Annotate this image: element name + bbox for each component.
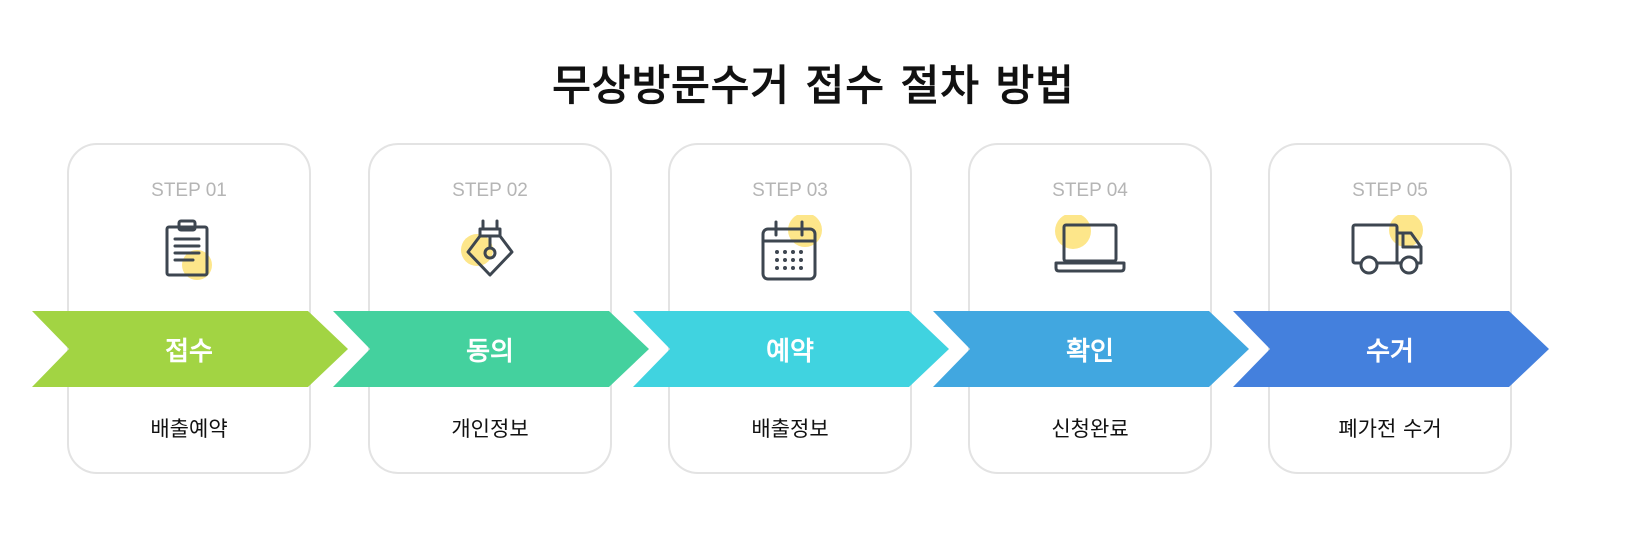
step-card-1 bbox=[67, 143, 311, 474]
laptop-icon bbox=[1054, 215, 1126, 273]
step-number-2: STEP 02 bbox=[452, 180, 528, 201]
step-bar-2 bbox=[333, 311, 649, 387]
step-title-5: 수거 bbox=[1366, 337, 1414, 367]
page-title: 무상방문수거 접수 절차 방법 bbox=[552, 61, 1075, 110]
step-card-4 bbox=[968, 143, 1212, 474]
step-number-5: STEP 05 bbox=[1352, 180, 1428, 201]
step-title-2: 동의 bbox=[466, 337, 514, 367]
step-bar-4 bbox=[933, 311, 1249, 387]
step-title-3: 예약 bbox=[766, 337, 814, 367]
step-description-1: 배출예약 bbox=[150, 417, 228, 441]
step-bar-3 bbox=[633, 311, 949, 387]
step-number-4: STEP 04 bbox=[1052, 180, 1128, 201]
step-title-4: 확인 bbox=[1066, 337, 1114, 367]
truck-icon bbox=[1351, 215, 1423, 275]
step-card-3 bbox=[668, 143, 912, 474]
step-description-2: 개인정보 bbox=[451, 417, 529, 441]
step-description-5: 폐가전 수거 bbox=[1338, 417, 1442, 441]
step-description-4: 신청완료 bbox=[1051, 417, 1129, 441]
step-bar-5 bbox=[1233, 311, 1549, 387]
calendar-icon bbox=[761, 215, 822, 281]
clipboard-icon bbox=[165, 219, 212, 280]
step-title-1: 접수 bbox=[165, 337, 213, 367]
step-card-5 bbox=[1268, 143, 1512, 474]
step-description-3: 배출정보 bbox=[751, 417, 829, 441]
step-number-3: STEP 03 bbox=[752, 180, 828, 201]
step-card-2 bbox=[368, 143, 612, 474]
step-number-1: STEP 01 bbox=[151, 180, 227, 201]
step-bar-1 bbox=[32, 311, 348, 387]
pen-nib-icon bbox=[461, 219, 514, 277]
